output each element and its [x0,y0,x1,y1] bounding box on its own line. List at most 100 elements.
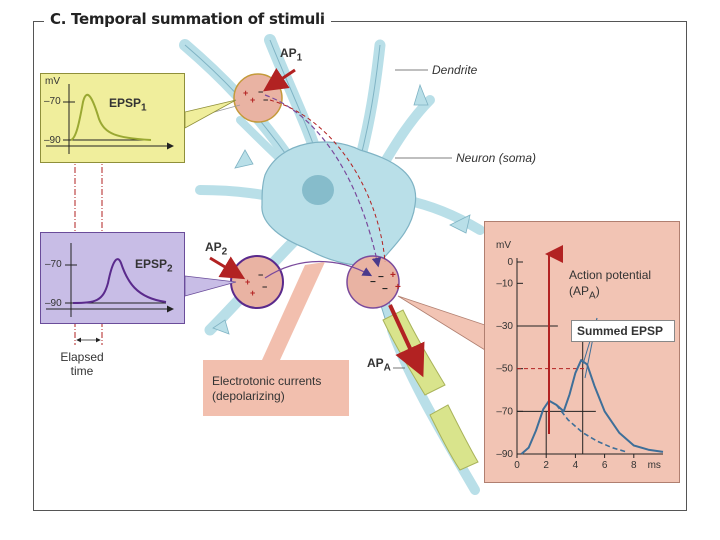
synapse-2-charges: + + − − [245,270,267,298]
ap2-label-sub: 2 [221,246,228,258]
epsp1-curve [70,94,152,141]
epsp2-label: EPSP2 [135,257,173,274]
y-tick-label: –90 [496,449,513,460]
charge-minus: − [258,87,263,97]
neuron-soma [261,141,417,266]
nucleus [302,175,334,205]
y-tick-label: –70 [496,406,513,417]
x-tick-label: 2 [543,460,549,471]
spine-4 [212,319,230,335]
summed-epsp-box [571,320,675,342]
synapse-axon-hillock [346,255,400,309]
synapse-2 [230,255,284,309]
epsp1-plot [46,84,174,154]
y-tick-label: 0 [507,257,513,268]
dendrite-right [400,195,485,235]
charge-plus: + [250,288,255,298]
charge-plus: + [390,270,396,281]
charge-minus: − [262,282,267,292]
current-arrow-3 [269,99,386,263]
epsp2-label-main: EPSP [135,257,168,271]
charge-plus: + [245,277,250,287]
charge-plus: + [395,282,401,293]
epsp1-unit: mV [45,76,60,87]
y-tick-label: –10 [496,278,513,289]
charge-plus: + [250,95,255,105]
ap2-label: AP2 [205,240,227,257]
myelin-segment-2 [429,404,479,471]
electrotonic-box [203,360,349,416]
charge-minus: − [382,284,388,295]
summed-epsp-label: Summed EPSP [577,324,664,338]
dendrite-top-right [354,39,386,166]
dendrite-outline-3 [359,44,381,161]
elapsed-time-line2: time [70,364,94,378]
charge-plus: + [243,88,248,98]
summation-series [517,359,664,455]
x-tick-label: 8 [631,460,637,471]
spine-1 [413,83,429,106]
electrotonic-line2: (depolarizing) [212,389,285,403]
neuron-soma-label: Neuron (soma) [456,151,537,165]
dendrite-label: Dendrite [432,63,478,77]
action-potential-line2: (APA) [569,283,651,304]
x-tick-label: 6 [602,460,608,471]
current-arrow-2 [264,261,373,279]
epsp1-label: EPSP1 [109,96,147,113]
dendritic-spines [212,83,471,335]
apa-label-sub: A [383,362,391,374]
ap-paren-close: ) [595,284,600,298]
hillock-charges: − − − + + [370,270,401,295]
apa-arrow [388,304,425,378]
x-unit-label: ms [648,460,661,471]
elapsed-time-line1: Elapsed [60,350,104,364]
epsp2-curve [72,258,167,304]
action-potential-label: Action potential (APA) [569,267,651,304]
figure-frame [33,21,687,511]
ap-paren-open: (AP [569,284,590,298]
charge-minus: − [263,95,268,105]
epsp1-tick-label: –70 [44,96,61,107]
elapsed-time-label: Elapsed time [52,350,112,378]
x-tick-label: 0 [514,460,520,471]
epsp1-label-sub: 1 [141,102,147,114]
ap1-label-sub: 1 [296,52,303,64]
apa-label-main: AP [367,356,384,370]
y-tick-label: –30 [496,321,513,332]
ap-sub: A [589,290,596,302]
action-potential-line1: Action potential [569,268,652,282]
x-tick-label: 4 [573,460,579,471]
ap2-arrow [209,256,246,280]
ap2-label-main: AP [205,240,222,254]
electrotonic-label: Electrotonic currents (depolarizing) [212,374,321,404]
summed-epsp-curve [520,359,664,455]
synapse-1 [233,73,283,123]
charge-minus: − [378,272,384,283]
apa-label: APA [367,356,391,373]
charge-minus: − [258,270,263,280]
epsp2-panel: –70 –90 EPSP2 [40,232,185,324]
epsp2-tick-label: –70 [45,259,62,270]
epsp1-panel: mV –70 –90 EPSP1 [40,73,185,163]
y-tick-label: –50 [496,364,513,375]
summation-axes [516,258,663,456]
epsp2-tick-label: –90 [45,298,62,309]
epsp1-label-main: EPSP [109,96,142,110]
summation-unit: mV [496,240,511,251]
epsp2-plot [46,243,174,317]
synapse-1-charges: + + − − [243,87,268,105]
single-epsp-decay-curve [555,404,627,453]
epsp2-callout [184,275,237,297]
epsp1-tick-label: –90 [44,135,61,146]
spine-3 [449,214,471,234]
epsp2-label-sub: 2 [167,263,173,275]
electrotonic-line1: Electrotonic currents [212,374,322,388]
epsp1-callout [184,99,237,129]
figure-title: C. Temporal summation of stimuli [44,10,331,28]
spine-2 [234,149,254,169]
ap1-label: AP1 [280,46,302,63]
